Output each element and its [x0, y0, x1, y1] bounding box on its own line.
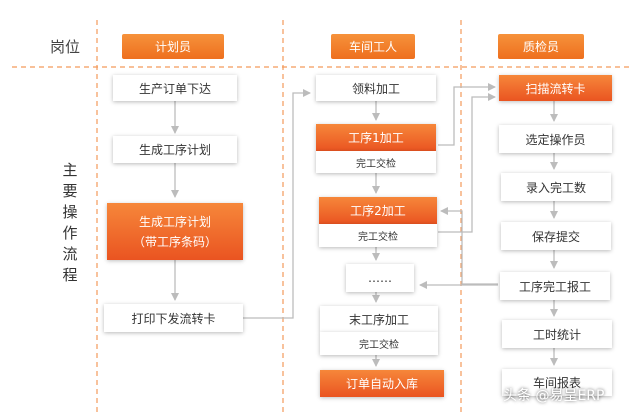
header-label: 岗位	[50, 38, 81, 56]
step-check-3: 完工交检	[320, 332, 438, 355]
step-auto-warehouse: 订单自动入库	[320, 370, 444, 397]
lane-header-qc: 质检员	[498, 34, 584, 59]
step-check-2: 完工交检	[319, 224, 437, 247]
step-generate-plan: 生成工序计划	[113, 136, 237, 163]
side-label: 主 要 操 作 流 程	[60, 160, 80, 286]
step-production-order: 生产订单下达	[113, 75, 237, 101]
arrow-p4-worker	[243, 89, 311, 319]
lane-header-worker: 车间工人	[331, 34, 415, 59]
arrow-check1-scan	[438, 83, 496, 146]
step-print-card: 打印下发流转卡	[104, 304, 243, 332]
step-scan-card: 扫描流转卡	[499, 75, 612, 101]
step-generate-plan-barcode: 生成工序计划 （带工序条码）	[107, 203, 243, 260]
side-label-char: 流	[62, 245, 78, 263]
side-label-char: 作	[62, 224, 78, 242]
step-enter-quantity: 录入完工数	[501, 173, 611, 201]
step-process-report: 工序完工报工	[500, 272, 610, 300]
side-label-char: 要	[62, 182, 78, 200]
step-process-2: 工序2加工	[319, 197, 437, 224]
side-label-char: 操	[62, 203, 78, 221]
side-label-char: 主	[62, 161, 78, 179]
step-select-operator: 选定操作员	[499, 125, 612, 153]
step-generate-plan-barcode-line1: 生成工序计划	[138, 214, 211, 229]
step-generate-plan-barcode-line2: （带工序条码）	[132, 234, 217, 249]
watermark: 头条 @易呈ERP	[503, 388, 605, 404]
arrow-report-proc2	[440, 207, 498, 285]
step-last-process: 末工序加工	[320, 306, 438, 332]
step-process-1: 工序1加工	[316, 124, 436, 151]
step-save-submit: 保存提交	[501, 222, 611, 250]
side-label-char: 程	[62, 266, 78, 284]
step-pick-material: 领料加工	[316, 75, 436, 101]
step-more-processes: ……	[346, 264, 414, 292]
step-check-1: 完工交检	[316, 151, 436, 173]
step-workshop-report: 车间报表	[502, 369, 612, 396]
lane-header-planner: 计划员	[122, 34, 224, 59]
arrow-check2-scan	[438, 93, 496, 233]
step-hour-stats: 工时统计	[502, 320, 612, 348]
